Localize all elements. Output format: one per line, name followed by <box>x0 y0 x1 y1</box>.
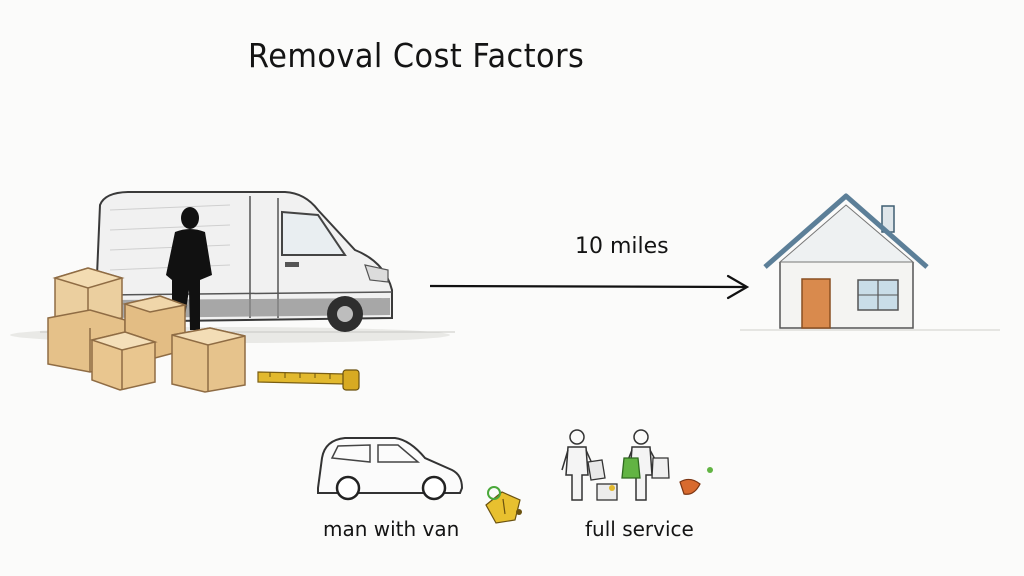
house-icon <box>763 193 929 329</box>
arrow-icon <box>429 274 750 300</box>
full-service-label: full service <box>585 517 694 541</box>
tape-measure-icon <box>257 369 360 391</box>
distance-label: 10 miles <box>575 234 669 259</box>
page-title: Removal Cost Factors <box>248 36 585 75</box>
car-icon <box>317 437 464 501</box>
boxes-icon <box>47 267 246 393</box>
keys-icon <box>485 486 522 524</box>
luggage-icon <box>587 457 713 501</box>
man-with-van-label: man with van <box>323 517 460 541</box>
